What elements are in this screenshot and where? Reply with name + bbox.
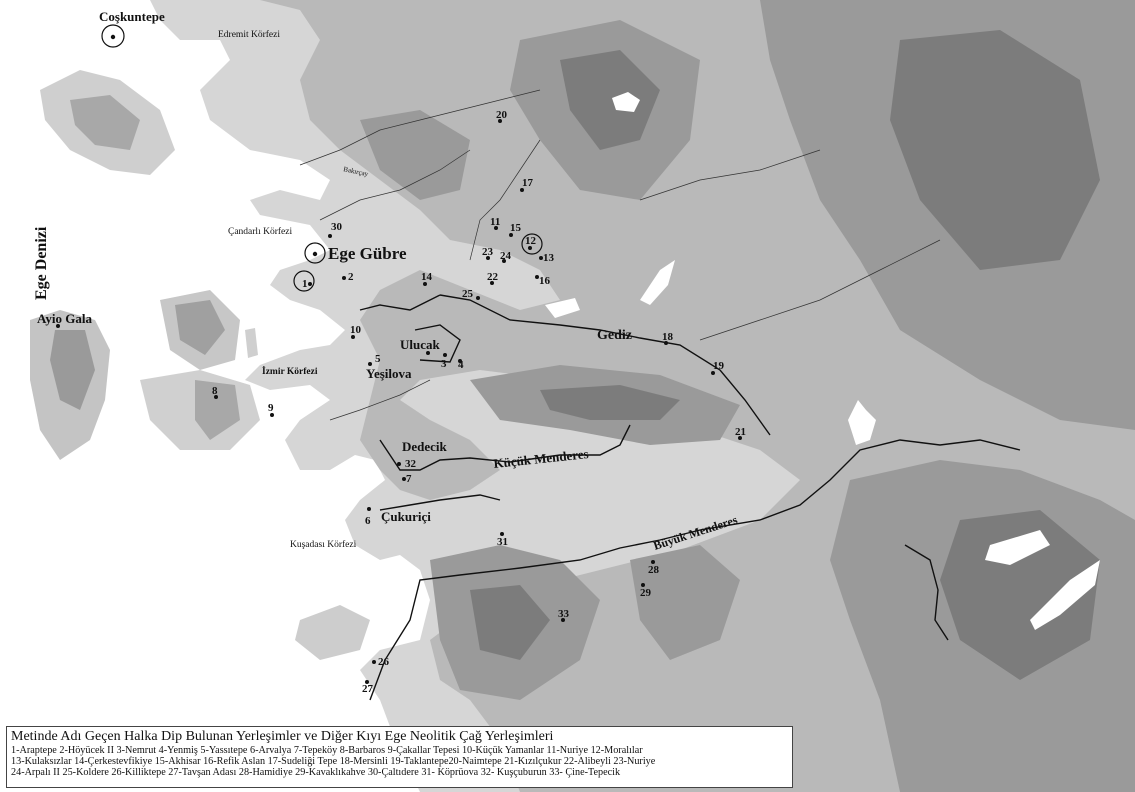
peak-relief — [470, 30, 1100, 680]
site-number: 20 — [496, 109, 508, 121]
gulf-candarli-label: Çandarlı Körfezi — [228, 226, 292, 237]
site-number: 17 — [522, 177, 534, 189]
site-number: 18 — [662, 331, 674, 343]
rivers — [359, 294, 1021, 701]
river-gediz-label: Gediz — [597, 328, 632, 343]
site-number: 5 — [375, 353, 381, 365]
site-number: 26 — [378, 656, 390, 668]
site-label-coskuntepe: Coşkuntepe — [99, 9, 165, 24]
legend-line: 1-Araptepe 2-Höyücek II 3-Nemrut 4-Yenmi… — [11, 745, 643, 756]
sea-label: Ege Denizi — [33, 226, 50, 300]
site-number: 1 — [302, 278, 308, 290]
legend-title: Metinde Adı Geçen Halka Dip Bulunan Yerl… — [11, 729, 554, 744]
site-number: 21 — [735, 426, 746, 438]
site-number: 4 — [458, 359, 464, 371]
site-number: 29 — [640, 587, 652, 599]
site-number: 2 — [348, 271, 354, 283]
site-label-ulucak: Ulucak — [400, 337, 441, 352]
site-number: 22 — [487, 271, 499, 283]
ring-markers — [101, 24, 543, 292]
site-number: 6 — [365, 515, 371, 527]
streams — [299, 89, 941, 421]
site-number: 8 — [212, 385, 218, 397]
site-number: 33 — [558, 608, 570, 620]
gulf-kusadasi-label: Kuşadası Körfezi — [290, 539, 357, 550]
site-number: 16 — [539, 275, 551, 287]
site-number: 15 — [510, 222, 522, 234]
site-number: 23 — [482, 246, 494, 258]
site-label-cukurici: Çukuriçi — [381, 509, 431, 524]
site-number: 25 — [462, 288, 474, 300]
gulf-edremit-label: Edremit Körfezi — [218, 29, 280, 40]
site-label-ege-gubre: Ege Gübre — [328, 244, 407, 263]
site-number: 14 — [421, 271, 433, 283]
site-number: 10 — [350, 324, 362, 336]
legend-box: Metinde Adı Geçen Halka Dip Bulunan Yerl… — [6, 726, 793, 788]
site-label-ayio-gala: Ayio Gala — [37, 311, 93, 326]
site-number: 27 — [362, 683, 374, 695]
site-number: 19 — [713, 360, 725, 372]
site-number: 24 — [500, 250, 512, 262]
legend-line: 13-Kulaksızlar 14-Çerkestevfikiye 15-Akh… — [11, 756, 656, 767]
site-number: 30 — [331, 221, 343, 233]
site-label-dedecik: Dedecik — [402, 439, 448, 454]
gulf-izmir-label: İzmir Körfezi — [262, 365, 318, 377]
site-number: 12 — [525, 235, 537, 247]
site-dots — [56, 34, 742, 684]
site-number: 31 — [497, 536, 508, 548]
site-number: 9 — [268, 402, 274, 414]
site-numbers: 1 2 3 4 5 6 7 8 9 10 11 12 13 14 15 16 1… — [212, 109, 746, 695]
legend-line: 24-Arpalı II 25-Koldere 26-Killiktepe 27… — [11, 767, 621, 778]
lakes — [545, 92, 1100, 630]
site-number: 3 — [441, 358, 447, 370]
islands — [30, 70, 370, 660]
site-number: 32 — [405, 458, 417, 470]
site-number: 13 — [543, 252, 555, 264]
site-number: 11 — [490, 216, 500, 228]
site-label-yesilova: Yeşilova — [366, 366, 412, 381]
site-number: 28 — [648, 564, 660, 576]
site-number: 7 — [406, 473, 412, 485]
